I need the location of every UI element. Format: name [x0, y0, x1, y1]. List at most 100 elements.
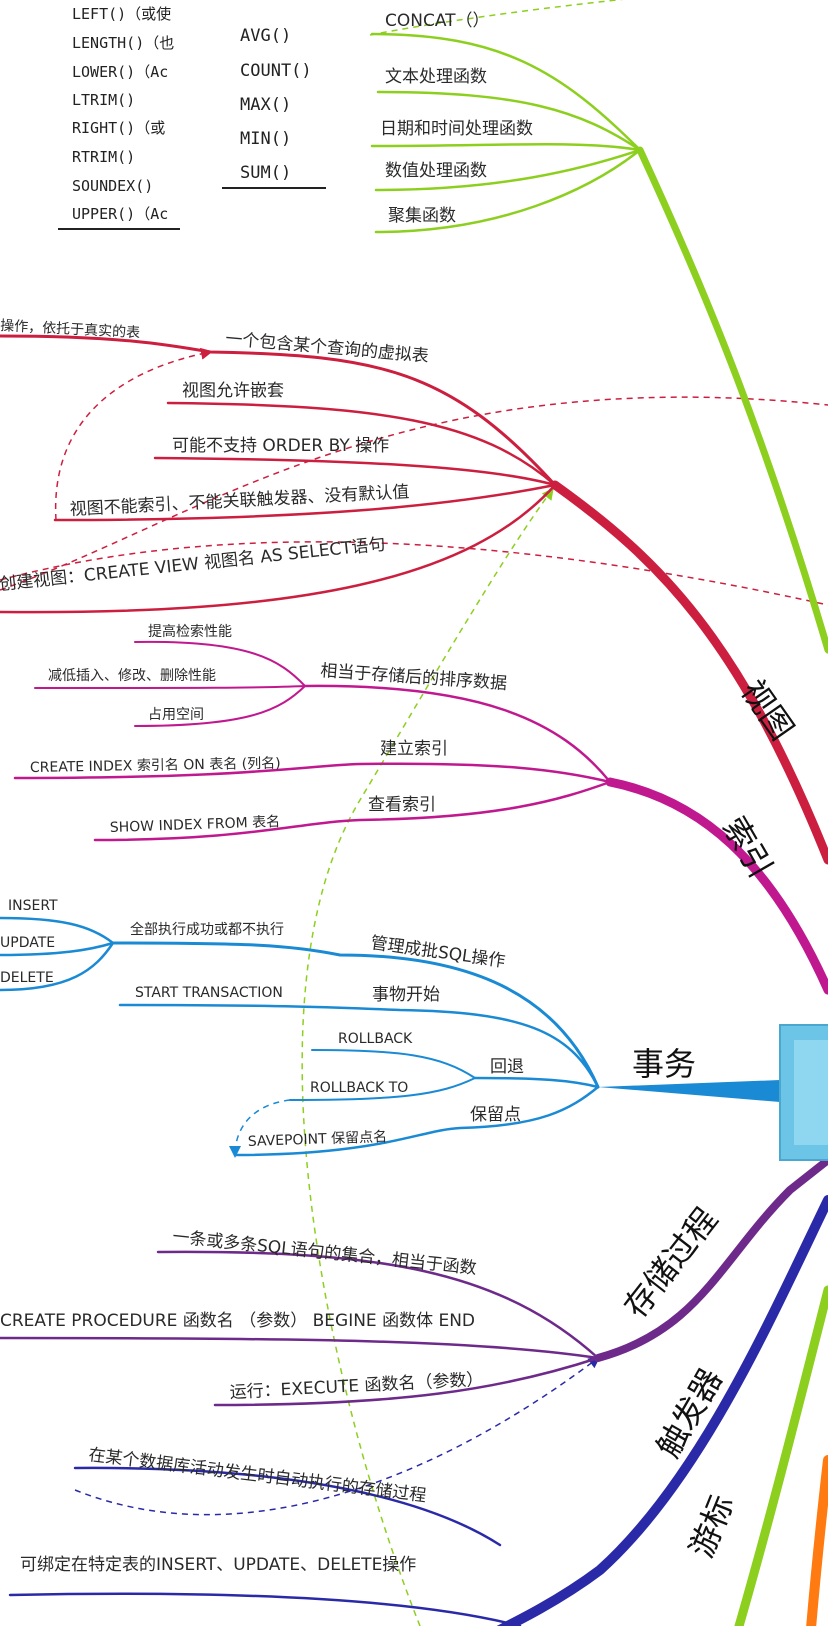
- text-functions-table: LEFT()（或使 LENGTH()（也 LOWER()（Ac LTRIM() …: [58, 5, 180, 230]
- relation-dashed-line: [301, 487, 554, 1626]
- node-trigger-desc[interactable]: 在某个数据库活动发生时自动执行的存储过程: [87, 1445, 427, 1506]
- node-view-limits[interactable]: 视图不能索引、不能关联触发器、没有默认值: [69, 482, 410, 520]
- branch-line: [134, 685, 306, 727]
- relation-dashed-line: [0, 396, 828, 591]
- node-insert[interactable]: INSERT: [8, 898, 58, 914]
- table-row: LTRIM(): [72, 91, 135, 109]
- table-row: UPPER()（Ac: [72, 205, 168, 223]
- table-row: SOUNDEX(): [72, 177, 153, 195]
- node-concat[interactable]: CONCAT（）: [385, 11, 490, 31]
- node-start-transaction[interactable]: START TRANSACTION: [135, 985, 283, 1001]
- node-numeric-functions[interactable]: 数值处理函数: [385, 161, 487, 181]
- relation-dashed-line: [54, 347, 213, 521]
- table-row: LEFT()（或使: [72, 5, 171, 23]
- node-order-by[interactable]: 可能不支持 ORDER BY 操作: [172, 436, 389, 456]
- view-note: 操作，依托于真实的表: [0, 318, 140, 341]
- branch-line: [118, 1003, 600, 1089]
- node-nested-views[interactable]: 视图允许嵌套: [182, 381, 284, 401]
- branch-line: [311, 1049, 476, 1079]
- branch-line: [13, 762, 612, 784]
- branch-line: [156, 1250, 600, 1360]
- node-virtual-table[interactable]: 一个包含某个查询的虚拟表: [225, 329, 430, 367]
- table-row: SUM(): [240, 163, 291, 183]
- branch-line: [34, 685, 306, 689]
- node-savepoint[interactable]: 保留点: [470, 1105, 521, 1125]
- table-row: LOWER()（Ac: [72, 63, 168, 81]
- relation-dashed-line: [0, 541, 828, 606]
- node-show-index[interactable]: 查看索引: [368, 795, 436, 815]
- branch-line: [0, 941, 115, 992]
- branch-line: [370, 142, 642, 152]
- branch-line: [166, 401, 557, 487]
- branch-line: [605, 777, 828, 995]
- branch-line: [550, 480, 828, 865]
- branch-line: [370, 32, 642, 152]
- branch-title-transaction[interactable]: 事务: [632, 1045, 696, 1083]
- branch-line: [153, 456, 557, 487]
- node-date-functions[interactable]: 日期和时间处理函数: [380, 119, 533, 139]
- central-node-inner: [794, 1040, 828, 1145]
- branch-title-procedure[interactable]: 存储过程: [616, 1201, 725, 1325]
- node-rollback-to-sql[interactable]: ROLLBACK TO: [310, 1080, 408, 1096]
- node-text-functions[interactable]: 文本处理函数: [385, 67, 487, 87]
- node-create-index[interactable]: 建立索引: [380, 739, 448, 759]
- branch-line: [636, 146, 828, 654]
- transaction-branch[interactable]: 管理成批SQL操作 全部执行成功或都不执行 INSERT UPDATE DELE…: [0, 898, 780, 1157]
- branch-line: [374, 148, 642, 234]
- relation-dashed-line: [74, 1356, 601, 1516]
- branch-line: [0, 1336, 600, 1360]
- table-row: COUNT(): [240, 61, 312, 81]
- node-create-procedure[interactable]: CREATE PROCEDURE 函数名 （参数） BEGINE 函数体 END: [0, 1311, 475, 1331]
- branch-line: [93, 780, 612, 842]
- branch-line: [73, 1466, 502, 1547]
- node-create-view[interactable]: 创建视图：CREATE VIEW 视图名 AS SELECT语句: [0, 535, 386, 595]
- table-row: RTRIM(): [72, 148, 135, 166]
- branch-line: [0, 334, 557, 487]
- node-aggregate-functions[interactable]: 聚集函数: [388, 206, 456, 226]
- branch-line: [213, 1356, 600, 1407]
- node-rollback-sql[interactable]: ROLLBACK: [338, 1031, 413, 1047]
- node-transaction-start[interactable]: 事物开始: [372, 985, 440, 1005]
- node-batch-sql[interactable]: 管理成批SQL操作: [369, 933, 506, 972]
- branch-line: [473, 1076, 600, 1089]
- node-savepoint-sql[interactable]: SAVEPOINT 保留点名: [248, 1129, 388, 1150]
- branch-line: [289, 1077, 476, 1101]
- relation-dashed-line: [229, 1099, 291, 1158]
- node-create-index-sql[interactable]: CREATE INDEX 索引名 ON 表名 (列名): [30, 755, 281, 776]
- branch-line: [53, 483, 557, 522]
- functions-branch[interactable]: CONCAT（） 文本处理函数 日期和时间处理函数 数值处理函数 聚集函数: [370, 11, 828, 654]
- node-reduce-write[interactable]: 减低插入、修改、删除性能: [48, 668, 216, 684]
- relation-dashed-line: [369, 0, 624, 36]
- branch-line: [376, 90, 642, 152]
- branch-line: [374, 148, 642, 192]
- node-trigger-bind[interactable]: 可绑定在特定表的INSERT、UPDATE、DELETE操作: [20, 1555, 416, 1575]
- node-space[interactable]: 占用空间: [148, 707, 204, 723]
- cursor-branch[interactable]: 游标: [682, 1285, 828, 1626]
- branch-line: [598, 1080, 780, 1102]
- node-all-or-nothing: 全部执行成功或都不执行: [130, 921, 284, 938]
- index-branch[interactable]: 相当于存储后的排序数据 提高检索性能 减低插入、修改、删除性能 占用空间 建立索…: [13, 623, 828, 995]
- aggregate-functions-table: AVG() COUNT() MAX() MIN() SUM(): [222, 26, 326, 189]
- branch-line: [734, 1285, 828, 1626]
- extra-branch-line: [806, 1455, 828, 1626]
- branch-title-cursor[interactable]: 游标: [682, 1489, 741, 1563]
- node-show-index-sql[interactable]: SHOW INDEX FROM 表名: [110, 814, 281, 836]
- table-row: AVG(): [240, 26, 291, 46]
- branch-line: [8, 1592, 522, 1626]
- branch-line: [594, 1156, 828, 1362]
- node-rollback[interactable]: 回退: [490, 1057, 524, 1077]
- branch-title-index[interactable]: 索引: [715, 810, 780, 884]
- node-update[interactable]: UPDATE: [0, 935, 55, 951]
- table-row: MIN(): [240, 129, 291, 149]
- table-row: MAX(): [240, 95, 291, 115]
- branch-line: [111, 941, 600, 1089]
- branch-line: [303, 684, 612, 784]
- node-improve-search[interactable]: 提高检索性能: [148, 623, 232, 640]
- view-branch[interactable]: 操作，依托于真实的表 一个包含某个查询的虚拟表 视图允许嵌套 可能不支持 ORD…: [0, 318, 828, 865]
- table-row: LENGTH()（也: [72, 34, 174, 52]
- node-delete[interactable]: DELETE: [0, 970, 54, 986]
- node-execute[interactable]: 运行：EXECUTE 函数名（参数）: [229, 1370, 484, 1403]
- node-sorted-data[interactable]: 相当于存储后的排序数据: [320, 661, 508, 694]
- branch-line: [0, 941, 115, 957]
